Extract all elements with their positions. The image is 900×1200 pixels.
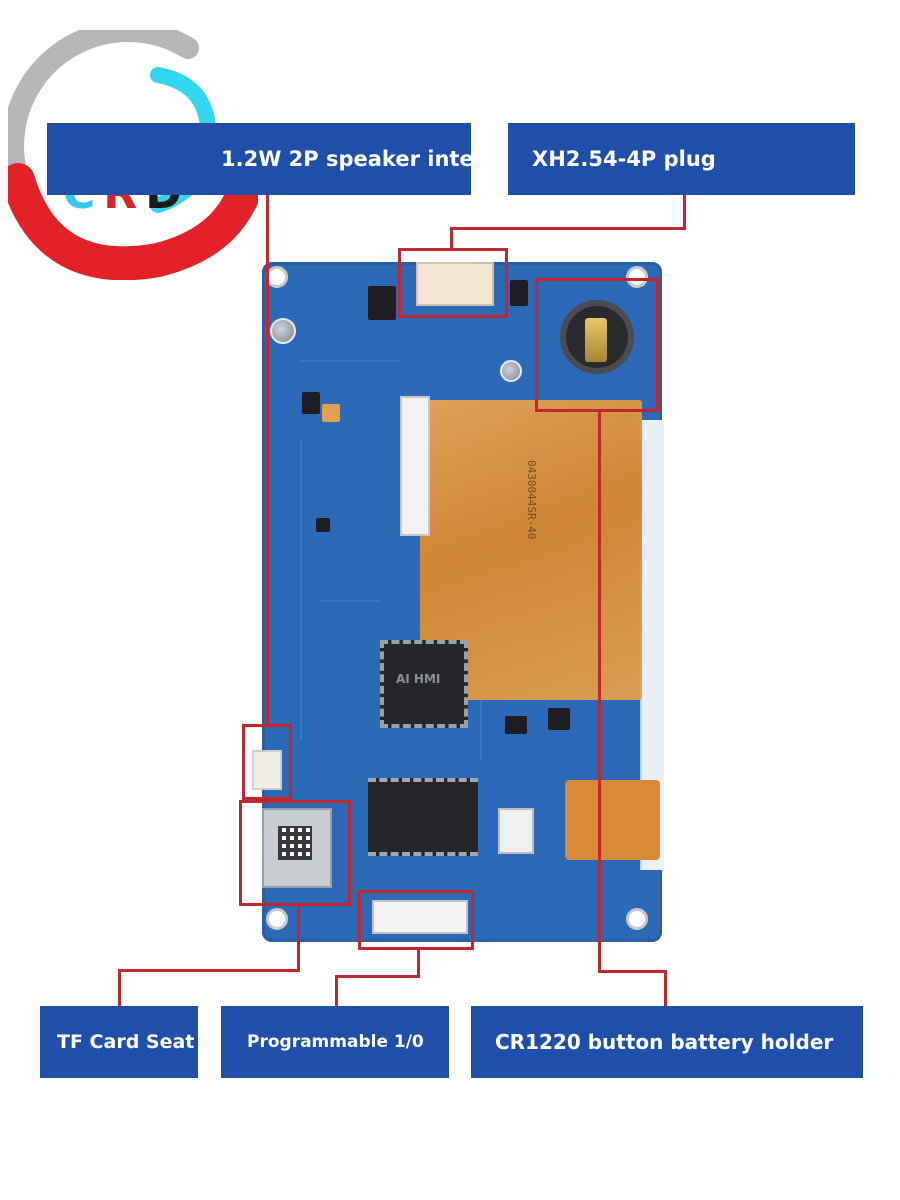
highlight-battery	[535, 278, 659, 412]
io-connector	[372, 900, 468, 934]
ic-component	[368, 286, 396, 320]
ic-component	[510, 280, 528, 306]
touch-fpc-connector	[498, 808, 534, 854]
label-xh-plug: XH2.54-4P plug	[508, 123, 855, 195]
highlight-speaker	[242, 724, 292, 800]
highlight-tf-card	[239, 800, 351, 906]
highlight-xh-plug	[398, 248, 508, 318]
chip-marking: AI HMI	[396, 672, 441, 686]
ic-component	[548, 708, 570, 730]
fpc-marking: 0430044SR-40	[525, 460, 538, 540]
label-battery-text: CR1220 button battery holder	[495, 1030, 834, 1054]
leader-line-xh	[450, 227, 686, 230]
ic-component	[505, 716, 527, 734]
leader-line-speaker	[266, 195, 269, 724]
leader-line-xh	[450, 227, 453, 249]
qr-code-icon	[278, 826, 312, 860]
speaker-connector	[252, 750, 282, 790]
label-tf-text: TF Card Seat	[57, 1031, 195, 1053]
touch-fpc-ribbon	[565, 780, 660, 860]
leader-line-io	[335, 975, 420, 978]
mount-hole-top-left	[266, 266, 288, 288]
mount-hole-bottom-left	[266, 908, 288, 930]
leader-line-tf	[118, 969, 121, 1006]
ic-component	[316, 518, 330, 532]
label-speaker-text: 1.2W 2P speaker interface	[221, 147, 471, 171]
mount-hole-bottom-right	[626, 908, 648, 930]
leader-line-tf	[118, 969, 300, 972]
leader-line-io	[335, 975, 338, 1006]
leader-line-xh	[683, 195, 686, 229]
battery-clip	[585, 318, 607, 362]
label-tf-card: TF Card Seat	[40, 1006, 198, 1078]
ic-component	[302, 392, 320, 414]
leader-line-io	[417, 950, 420, 978]
leader-line-tf	[297, 906, 300, 972]
flash-memory-chip	[368, 778, 478, 856]
mount-hole-top-right	[626, 266, 648, 288]
label-programmable-io: Programmable 1/0	[221, 1006, 449, 1078]
capacitor	[500, 360, 522, 382]
xh-plug-connector	[416, 262, 494, 306]
fpc-connector	[400, 396, 430, 536]
label-speaker-interface: 1.2W 2P speaker interface	[47, 123, 471, 195]
leader-line-battery	[598, 412, 601, 972]
tf-card-slot	[262, 808, 332, 888]
pcb-trace	[320, 600, 380, 602]
highlight-io	[358, 890, 474, 950]
capacitor	[270, 318, 296, 344]
pcb-trace	[300, 440, 302, 740]
leader-line-battery	[598, 970, 666, 973]
label-battery-holder: CR1220 button battery holder	[471, 1006, 863, 1078]
label-prog-text: Programmable 1/0	[247, 1032, 424, 1052]
ic-component	[322, 404, 340, 422]
pcb-trace	[300, 360, 400, 362]
main-mcu-chip: AI HMI	[380, 640, 468, 728]
leader-line-battery	[664, 970, 667, 1006]
label-xh-text: XH2.54-4P plug	[532, 147, 716, 171]
